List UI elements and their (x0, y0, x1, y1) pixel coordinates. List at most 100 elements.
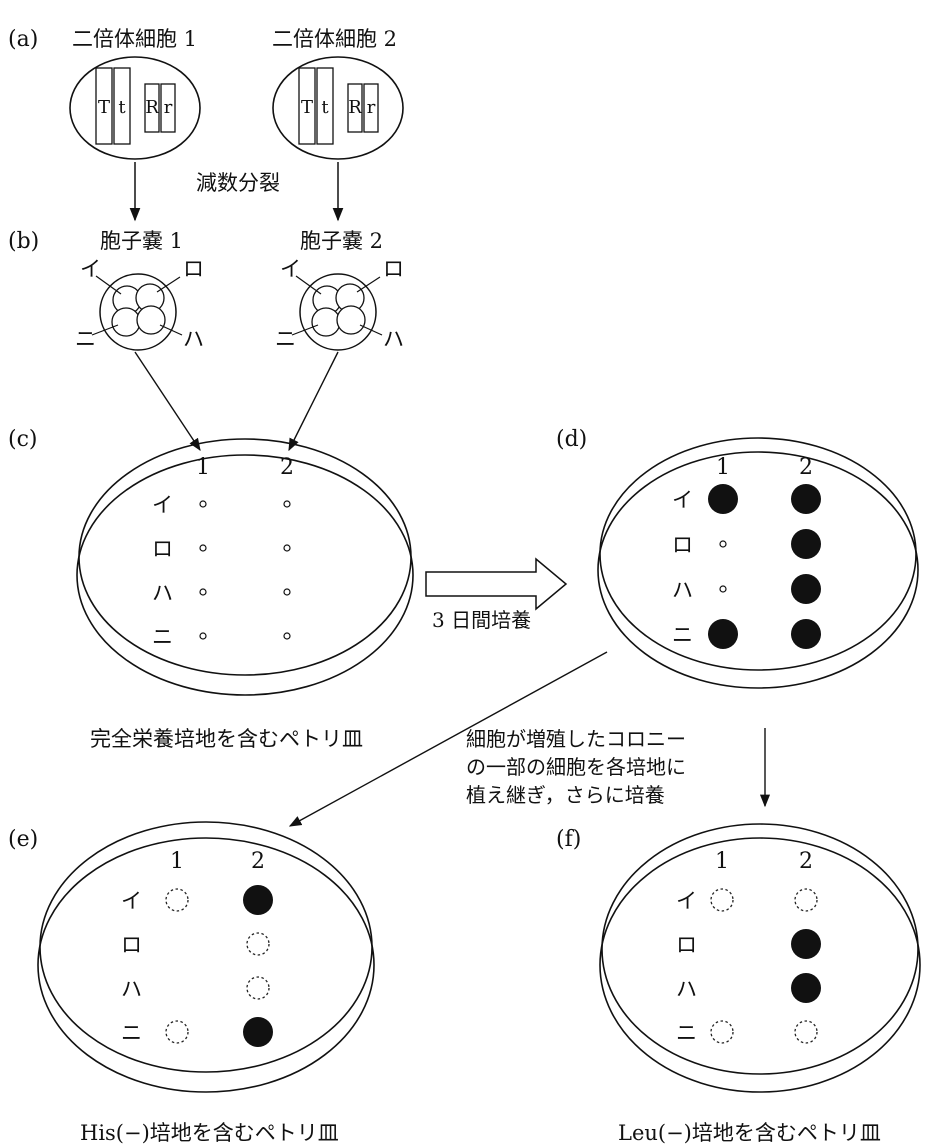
row-label: ハ (152, 581, 173, 605)
spore (336, 305, 366, 335)
gene-r: r (367, 97, 376, 118)
inoculation-dot (283, 500, 291, 508)
colony (791, 973, 821, 1003)
no-growth-spot (794, 1020, 818, 1044)
row-label: イ (676, 889, 697, 913)
column-label: 2 (251, 849, 265, 874)
chromosome (347, 83, 363, 133)
row-label: ニ (121, 1021, 142, 1045)
colony (708, 619, 738, 649)
gene-T: T (98, 97, 110, 118)
chromosome (113, 67, 131, 145)
inoculate-arrow-1 (134, 351, 201, 452)
inoculation-dot (199, 500, 207, 508)
no-growth-spot (246, 932, 270, 956)
inoculate-arrow-2 (288, 351, 339, 452)
colony (243, 1017, 273, 1047)
colony (791, 619, 821, 649)
inoculation-dot (199, 588, 207, 596)
inoculation-dot (719, 540, 727, 548)
spore-label: ロ (183, 257, 204, 281)
transfer-arrow-e (288, 651, 608, 827)
ascus-1: イ ロ ニ ハ (75, 257, 204, 351)
spore-label: イ (280, 257, 301, 281)
gene-T: T (301, 97, 313, 118)
row-label: イ (152, 493, 173, 517)
row-label: ロ (121, 933, 142, 957)
ascus-1-title: 胞子嚢 1 (100, 229, 183, 253)
spore (311, 307, 341, 337)
panel-label-e: (e) (8, 827, 38, 852)
colony (708, 484, 738, 514)
gene-R: R (348, 97, 362, 118)
culture-arrow-icon (425, 557, 568, 611)
no-growth-spot (794, 888, 818, 912)
colony (791, 574, 821, 604)
row-label: ロ (672, 533, 693, 557)
row-label: ニ (676, 1021, 697, 1045)
dish-lid (599, 437, 917, 671)
dish-base (597, 451, 919, 689)
column-label: 2 (799, 455, 813, 480)
colony (791, 929, 821, 959)
colony (243, 885, 273, 915)
gene-r: r (164, 97, 173, 118)
panel-label-c: (c) (8, 427, 38, 452)
dish-lid (601, 823, 919, 1075)
plate-e-caption: His(−)培地を含むペトリ皿 (80, 1121, 339, 1145)
diploid-cell-2-title: 二倍体細胞 2 (272, 27, 397, 51)
panel-label-d: (d) (556, 427, 587, 452)
column-label: 1 (170, 849, 184, 874)
colony (791, 484, 821, 514)
no-growth-spot (710, 1020, 734, 1044)
chromosome (95, 67, 113, 145)
column-label: 1 (715, 849, 729, 874)
inoculation-dot (199, 632, 207, 640)
inoculation-dot (719, 585, 727, 593)
gene-t: t (321, 97, 329, 118)
row-label: ニ (672, 623, 693, 647)
chromosome (160, 83, 176, 133)
no-growth-spot (710, 888, 734, 912)
transfer-note-line-1: 細胞が増殖したコロニー (466, 727, 686, 751)
no-growth-spot (165, 1020, 189, 1044)
column-label: 1 (196, 455, 210, 480)
column-label: 1 (716, 455, 730, 480)
column-label: 2 (799, 849, 813, 874)
panel-label-b: (b) (8, 229, 39, 254)
plate-c-caption: 完全栄養培地を含むペトリ皿 (90, 727, 363, 751)
transfer-note-line-2: の一部の細胞を各培地に (466, 755, 686, 779)
diploid-cell-1-title: 二倍体細胞 1 (72, 27, 197, 51)
spore (136, 305, 166, 335)
transfer-note-line-3: 植え継ぎ，さらに培養 (466, 783, 665, 807)
inoculation-dot (283, 544, 291, 552)
row-label: ニ (152, 625, 173, 649)
colony (791, 529, 821, 559)
meiosis-label: 減数分裂 (196, 171, 280, 195)
chromosome (363, 83, 379, 133)
no-growth-spot (165, 888, 189, 912)
culture-label: 3 日間培養 (432, 608, 531, 632)
inoculation-dot (283, 632, 291, 640)
no-growth-spot (246, 976, 270, 1000)
gene-R: R (145, 97, 159, 118)
ascus-2: イ ロ ニ ハ (275, 257, 404, 351)
chromosome (298, 67, 316, 145)
ascus-2-title: 胞子嚢 2 (300, 229, 383, 253)
gene-t: t (118, 97, 126, 118)
spore-label: ハ (183, 327, 204, 351)
inoculation-dot (199, 544, 207, 552)
inoculation-dot (283, 588, 291, 596)
spore (111, 307, 141, 337)
dish-lid (78, 438, 412, 676)
row-label: ロ (676, 933, 697, 957)
spore-label: イ (80, 257, 101, 281)
diploid-cell-2: T t R r (272, 56, 404, 160)
row-label: ロ (152, 537, 173, 561)
